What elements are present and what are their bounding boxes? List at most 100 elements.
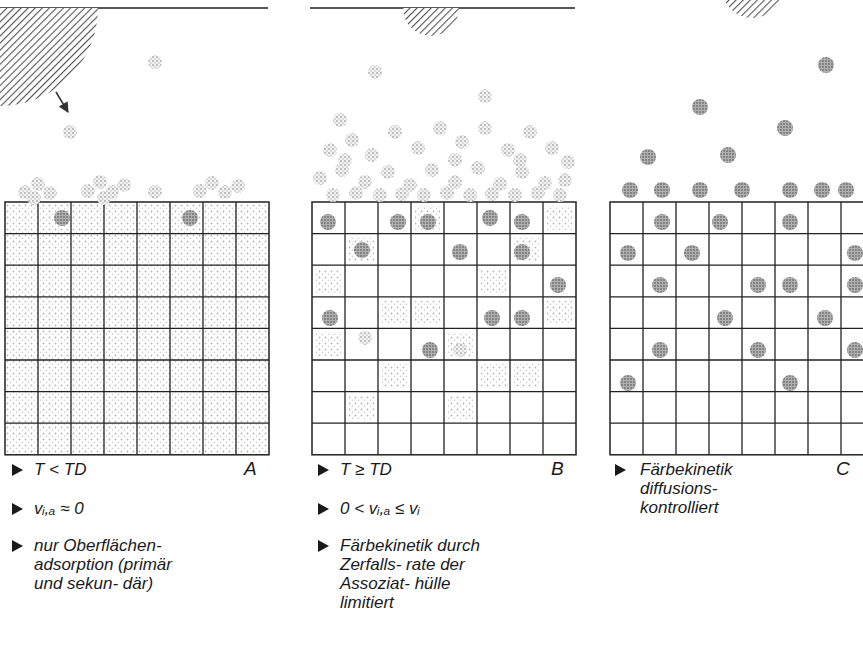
- dye-associate: [326, 188, 340, 202]
- diffusion-arrow: [56, 92, 68, 112]
- dye-reservoir: [722, 0, 782, 18]
- dye-molecule: [692, 182, 708, 198]
- dye-stipple: [481, 364, 506, 388]
- dye-molecule: [782, 277, 798, 293]
- dye-associate: [478, 121, 492, 135]
- note-text: Färbekinetik durch Zerfalls- rate der As…: [340, 536, 490, 612]
- dye-stipple: [415, 206, 440, 230]
- dye-molecule: [750, 342, 766, 358]
- dye-molecule: [684, 245, 700, 261]
- dye-associate: [349, 186, 363, 200]
- dye-stipple: [514, 238, 539, 262]
- dye-associate: [358, 331, 372, 345]
- dye-associate: [97, 191, 111, 205]
- dye-molecule: [640, 149, 656, 165]
- dye-associate: [440, 186, 454, 200]
- dye-molecule: [354, 242, 370, 258]
- dye-molecule: [652, 277, 668, 293]
- dye-associate: [31, 177, 45, 191]
- dye-stipple: [349, 396, 374, 420]
- dye-molecule: [654, 214, 670, 230]
- condition-text: T < TD: [34, 460, 184, 479]
- dye-molecule: [420, 214, 436, 230]
- dye-associate: [81, 184, 95, 198]
- dye-molecule: [422, 342, 438, 358]
- rate-text: vᵢ,ₐ ≈ 0: [34, 499, 184, 518]
- dye-associate: [453, 343, 467, 357]
- dye-molecule: [782, 214, 798, 230]
- dye-stipple: [448, 332, 473, 356]
- dye-associate: [478, 89, 492, 103]
- condition-text: T ≥ TD: [340, 460, 490, 479]
- dye-molecule: [750, 277, 766, 293]
- dye-molecule: [550, 277, 566, 293]
- dye-associate: [545, 141, 559, 155]
- bullet-triangle: [12, 464, 23, 476]
- dye-molecule: [847, 342, 863, 358]
- dye-associate: [365, 148, 379, 162]
- dye-associate: [388, 125, 402, 139]
- dye-molecule: [514, 214, 530, 230]
- dye-molecule: [320, 214, 336, 230]
- dye-associate: [338, 153, 352, 167]
- dye-molecule: [322, 310, 338, 326]
- fibre-grid: [312, 202, 576, 455]
- panel-letter: C: [836, 459, 858, 478]
- dye-stipple: [547, 301, 572, 325]
- dye-associate: [381, 165, 395, 179]
- dye-molecule: [817, 310, 833, 326]
- dye-associate: [368, 65, 382, 79]
- dye-molecule: [54, 210, 70, 226]
- dye-molecule: [782, 375, 798, 391]
- dye-molecule: [734, 182, 750, 198]
- dye-reservoir: [403, 8, 459, 36]
- dye-associate: [27, 191, 41, 205]
- dye-associate: [455, 135, 469, 149]
- dye-molecule: [620, 375, 636, 391]
- fibre-grid: [5, 202, 269, 455]
- dye-molecule: [692, 99, 708, 115]
- dye-molecule: [484, 310, 500, 326]
- panel-letter: B: [551, 459, 573, 478]
- dye-stipple: [448, 396, 473, 420]
- dye-associate: [513, 153, 527, 167]
- dye-molecule: [847, 277, 863, 293]
- dye-associate: [148, 185, 162, 199]
- dye-associate: [193, 184, 207, 198]
- dye-molecule: [514, 310, 530, 326]
- note-text: nur Oberflächen- adsorption (primär und …: [34, 536, 194, 593]
- dye-associate: [561, 155, 575, 169]
- bullet-triangle: [12, 503, 23, 515]
- dye-associate: [43, 186, 57, 200]
- dye-molecule: [712, 214, 728, 230]
- dye-associate: [93, 175, 107, 189]
- dye-associate: [63, 125, 77, 139]
- dye-associate: [117, 178, 131, 192]
- dye-associate: [358, 175, 372, 189]
- dye-molecule: [390, 214, 406, 230]
- dye-associate: [523, 125, 537, 139]
- dye-associate: [448, 153, 462, 167]
- bullet-triangle: [615, 464, 626, 476]
- dye-molecule: [652, 342, 668, 358]
- dye-associate: [411, 141, 425, 155]
- dye-stipple: [481, 269, 506, 293]
- dye-associate: [485, 187, 499, 201]
- dye-associate: [345, 133, 359, 147]
- dye-associate: [417, 188, 431, 202]
- panel-letter: A: [244, 459, 266, 478]
- dye-molecule: [654, 182, 670, 198]
- dye-associate: [148, 55, 162, 69]
- bullet-triangle: [318, 464, 329, 476]
- dye-reservoir: [0, 8, 98, 106]
- dye-molecule: [514, 244, 530, 260]
- dye-associate: [501, 143, 515, 157]
- dye-associate: [333, 113, 347, 127]
- fibre-grid: [610, 202, 863, 455]
- dye-molecule: [838, 182, 854, 198]
- dye-stipple: [382, 364, 407, 388]
- dye-stipple: [316, 269, 341, 293]
- dye-associate: [323, 143, 337, 157]
- bullet-triangle: [318, 540, 329, 552]
- dye-associate: [471, 161, 485, 175]
